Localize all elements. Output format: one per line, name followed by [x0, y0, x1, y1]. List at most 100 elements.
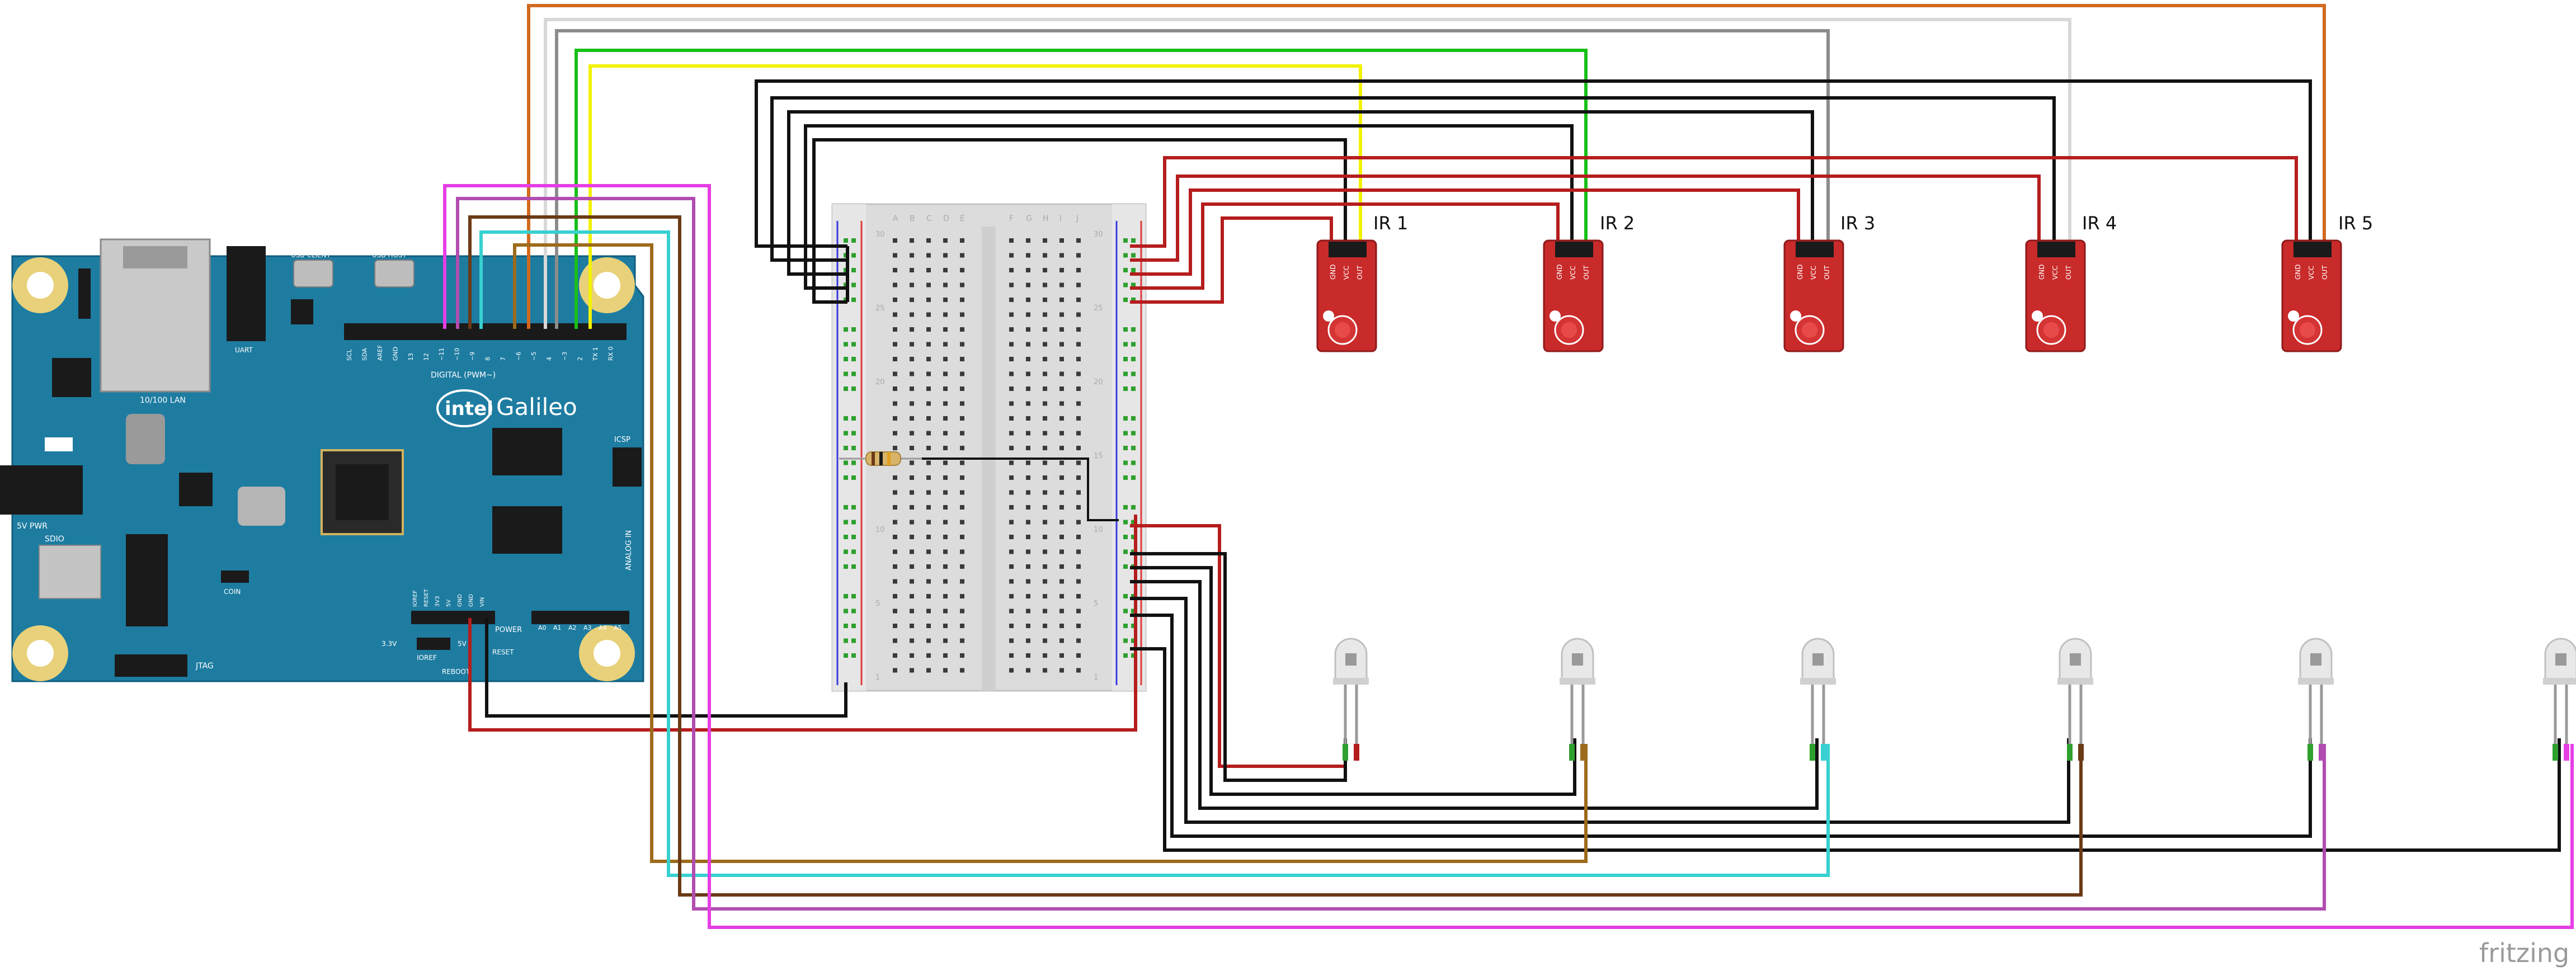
breadboard-row-label: 25: [875, 304, 885, 313]
digital-label: DIGITAL (PWM~): [431, 371, 496, 380]
power-pin-label: IOREF: [412, 590, 418, 607]
breadboard-row-label: 15: [1094, 452, 1103, 460]
breadboard-column-label: H: [1043, 214, 1049, 223]
breadboard-row-label: 25: [1094, 304, 1103, 313]
breadboard-column-label: C: [926, 214, 932, 223]
v5-label: 5V: [458, 640, 467, 648]
wire-gnd-ir2: [804, 124, 1574, 290]
digital-pin-label: ~11: [438, 348, 445, 361]
sensor-label: IR 2: [1600, 213, 1635, 234]
wire-led4-signal: [468, 215, 2083, 897]
wire-led2-gnd: [1130, 566, 1576, 796]
wire-vcc-ir2: [1130, 202, 1560, 290]
icsp-header: [613, 447, 642, 487]
breadboard-holes: [844, 238, 1136, 673]
power-jack: [0, 465, 83, 515]
coin-label: COIN: [224, 588, 241, 596]
icsp-label: ICSP: [614, 436, 630, 444]
breadboard-column-label: F: [1009, 214, 1014, 223]
digital-pin-label: ~10: [454, 348, 461, 361]
power-header-label: POWER: [495, 626, 522, 634]
power-pin-label: VIN: [479, 597, 486, 607]
power-in-label: 5V PWR: [17, 522, 48, 531]
wire-ir5-signal: [527, 4, 2326, 329]
sensor-pin-label: VCC: [2307, 266, 2315, 280]
breadboard-row-label: 20: [1094, 378, 1103, 386]
v33-label: 3.3V: [382, 640, 397, 648]
wire-vcc-ir1: [1130, 216, 1333, 304]
wire-ir4-signal: [544, 18, 2071, 329]
sensor-pin-label: GND: [1796, 264, 1804, 280]
breadboard-column-label: D: [943, 214, 949, 223]
led: [2057, 638, 2093, 761]
breadboard-row-label: 30: [1094, 230, 1103, 239]
analog-pin-label: A2: [568, 624, 577, 631]
sensor-pin-label: GND: [2294, 264, 2302, 280]
digital-pin-label: ~6: [515, 352, 522, 361]
resistor: [839, 451, 922, 466]
digital-pin-label: RX 0: [607, 346, 615, 361]
uart-jack: [227, 246, 266, 341]
breadboard-row-label: 30: [875, 230, 885, 239]
digital-pin-label: 8: [484, 357, 492, 361]
led: [2298, 638, 2334, 761]
breadboard-column-label: E: [960, 214, 965, 223]
chip: [52, 358, 91, 397]
fritzing-watermark: fritzing: [2479, 938, 2569, 968]
wire-ir3-signal: [555, 29, 1830, 329]
digital-pin-label: 7: [500, 357, 507, 361]
usb-client-label: USB CLIENT: [291, 251, 331, 259]
ethernet-jack: [100, 238, 211, 393]
analog-header-label: ANALOG IN: [625, 530, 633, 570]
galileo-board: 10/100 LAN UART USB CLIENT USB HOST 5V P…: [0, 238, 644, 682]
ram-chip: [492, 428, 562, 475]
sensor-pin-label: OUT: [1356, 265, 1364, 280]
digital-pin-label: ~9: [469, 352, 476, 361]
wire-led1-gnd: [1130, 552, 1347, 782]
sensor-label: IR 5: [2338, 213, 2373, 234]
wire-resistor-link: [922, 458, 1119, 521]
analog-pin-label: A3: [583, 624, 592, 631]
wire-5v: [468, 515, 1137, 732]
wire-led6-gnd: [1130, 647, 2561, 852]
analog-pin-label: A5: [614, 624, 622, 631]
wire-vcc-ir5: [1130, 156, 2298, 248]
digital-pin-label: 2: [577, 357, 584, 361]
breadboard-column-label: I: [1059, 214, 1062, 223]
breadboard-row-label: 10: [1094, 526, 1103, 534]
power-header: [411, 611, 495, 624]
breadboard-column-label: J: [1076, 214, 1079, 223]
lan-label: 10/100 LAN: [140, 396, 186, 405]
uart-label: UART: [235, 346, 253, 354]
power-pin-label: GND: [468, 594, 474, 607]
wire-led3-signal: [479, 230, 1830, 877]
power-pin-label: GND: [457, 594, 463, 607]
wire-led5-gnd: [1130, 614, 2312, 838]
analog-header: [531, 611, 629, 624]
led: [1333, 638, 1369, 761]
sensor-pin-label: OUT: [2065, 265, 2073, 280]
wire-gnd-ir5: [755, 79, 2312, 248]
wire-vcc-ir4: [1130, 175, 2041, 262]
galileo-wordmark: Galileo: [496, 393, 577, 421]
analog-pin-label: A4: [599, 624, 607, 631]
usb-host-port: [374, 260, 415, 287]
digital-pin-label: TX 1: [592, 347, 599, 361]
breadboard-row-label: 5: [875, 600, 880, 608]
analog-pin-label: A1: [553, 624, 562, 631]
usb-client-port: [293, 260, 333, 287]
sensor-pin-label: VCC: [1810, 266, 1817, 280]
sensor-pin-label: VCC: [1343, 266, 1350, 280]
leds: [1333, 638, 2576, 761]
led: [2543, 638, 2576, 761]
wire-ir2-signal: [574, 49, 1588, 329]
power-pin-label: RESET: [423, 588, 430, 607]
